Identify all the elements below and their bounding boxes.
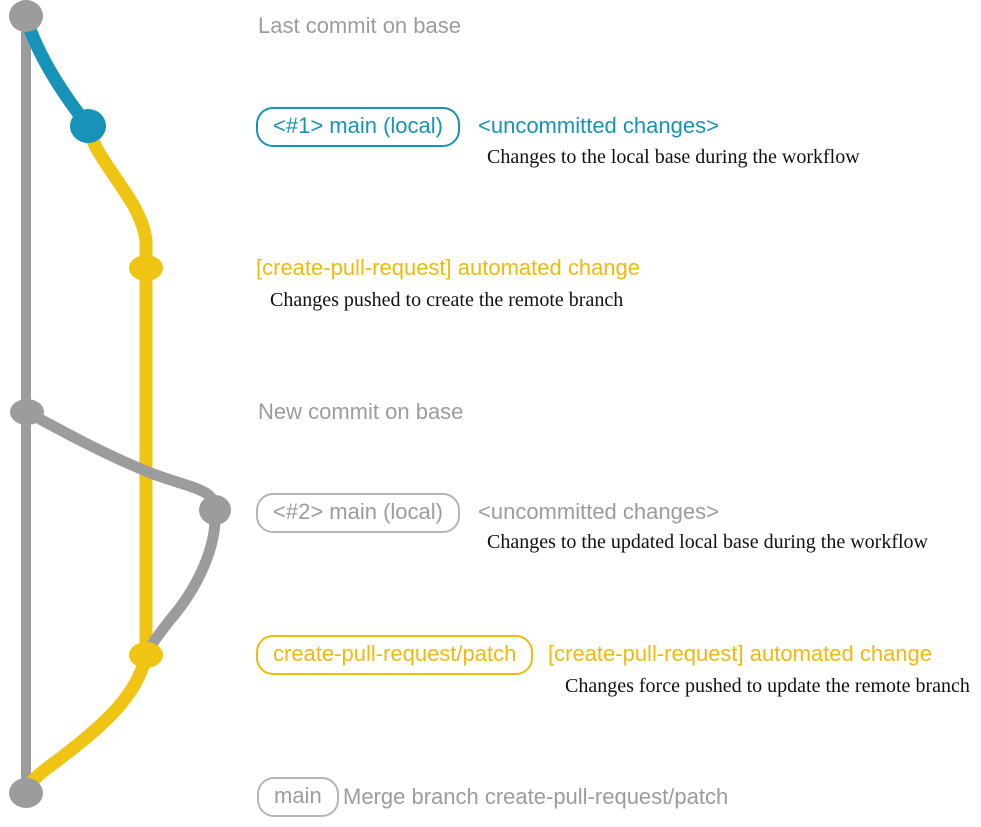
desc-force-pushed-remote-branch: Changes force pushed to update the remot… bbox=[565, 675, 970, 697]
commit-node-last-base bbox=[9, 0, 43, 32]
commit-node-main-local-2 bbox=[199, 495, 231, 525]
commit-node-merge bbox=[9, 778, 43, 808]
commit-node-patch-force-push bbox=[129, 642, 163, 668]
desc-local-base-changes: Changes to the local base during the wor… bbox=[487, 146, 860, 168]
label-merge-branch: Merge branch create-pull-request/patch bbox=[343, 784, 729, 809]
branch-badge-patch: create-pull-request/patch bbox=[256, 635, 534, 675]
label-new-commit-on-base: New commit on base bbox=[258, 399, 464, 424]
label-uncommitted-changes-2: <uncommitted changes> bbox=[478, 499, 719, 524]
edge-rebase-lower bbox=[141, 506, 221, 659]
branch-badge-main-local-1: <#1> main (local) bbox=[256, 107, 460, 147]
branch-badge-main-local-2: <#2> main (local) bbox=[256, 493, 460, 533]
desc-updated-local-base-changes: Changes to the updated local base during… bbox=[487, 531, 928, 553]
label-uncommitted-changes-1: <uncommitted changes> bbox=[478, 113, 719, 138]
commit-node-new-base bbox=[10, 399, 44, 425]
git-graph bbox=[9, 0, 231, 808]
label-last-commit-on-base: Last commit on base bbox=[258, 13, 461, 38]
edge-local-main-1 bbox=[19, 11, 95, 133]
label-automated-change-2: [create-pull-request] automated change bbox=[548, 641, 933, 666]
desc-pushed-create-remote-branch: Changes pushed to create the remote bran… bbox=[270, 289, 624, 311]
edge-patch-branch bbox=[19, 121, 153, 799]
label-automated-change-1: [create-pull-request] automated change bbox=[256, 255, 641, 280]
commit-node-main-local-1 bbox=[70, 109, 106, 143]
commit-node-automated-change bbox=[129, 255, 163, 281]
branch-badge-main: main bbox=[257, 777, 339, 817]
edge-rebase-upper bbox=[21, 406, 221, 516]
